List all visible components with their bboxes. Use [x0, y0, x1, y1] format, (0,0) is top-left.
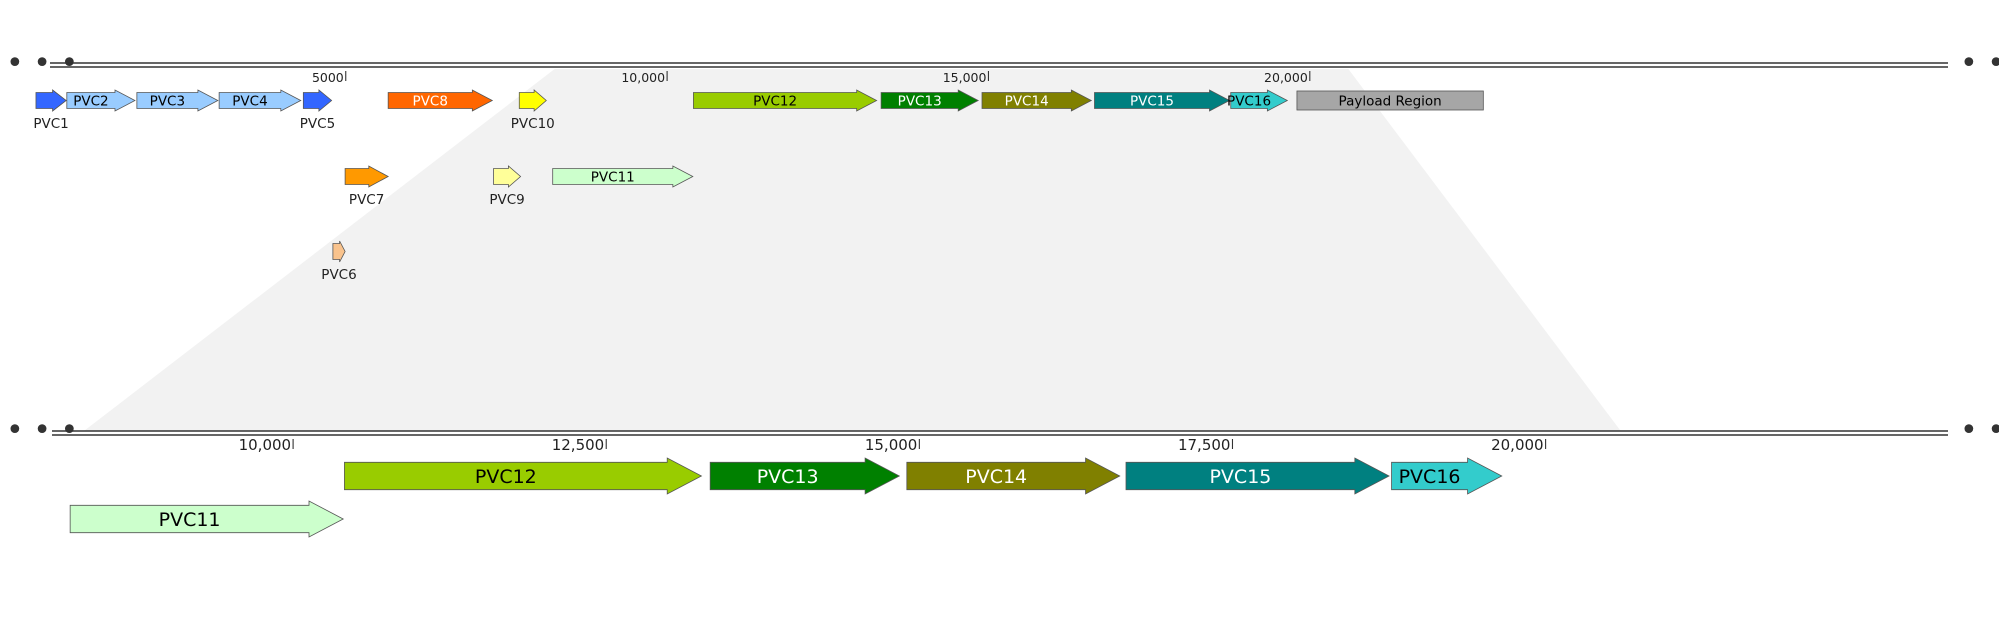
- pvc14-label: PVC14: [1005, 94, 1049, 110]
- gene-pvc4: PVC4: [218, 89, 302, 112]
- pvc2-label: PVC2: [73, 94, 108, 110]
- gene-pvc2: PVC2: [66, 89, 136, 112]
- gene-pvc12: PVC12: [693, 89, 878, 112]
- gene-pvc13: PVC13: [880, 89, 980, 112]
- bottom-track: • • • • • • 10,00012,50015,00017,50020,0…: [6, 413, 1999, 538]
- tick-label: 17,500: [1178, 436, 1231, 454]
- pvc15-label: PVC15: [1130, 94, 1174, 110]
- pvc8-label: PVC8: [413, 94, 448, 110]
- gene-pvc11: PVC11: [552, 165, 694, 188]
- bottom-genes: PVC11 PVC12 PVC13 PVC14 PVC15 PVC16: [69, 457, 1503, 538]
- zoom-pvc16-arrow: [1391, 457, 1503, 495]
- tick-label: 10,000: [239, 436, 292, 454]
- pvc1-label: PVC1: [33, 116, 68, 132]
- scale-tick: 12,500: [552, 436, 607, 454]
- tick-label: 10,000: [621, 70, 665, 85]
- gene-pvc10: PVC10: [511, 89, 555, 132]
- tick-label: 15,000: [865, 436, 918, 454]
- scale-tick: 17,500: [1178, 436, 1234, 454]
- scale-tick: 20,000: [1264, 70, 1311, 85]
- gene-pvc6: PVC6: [321, 240, 357, 283]
- scale-tick: 20,000: [1491, 436, 1547, 454]
- zoom-pvc11-arrow: [69, 500, 345, 538]
- zoom-gene-pvc11: PVC11: [69, 500, 345, 538]
- pvc8-arrow: [387, 89, 494, 112]
- pvc16-label: PVC16: [1227, 94, 1271, 110]
- pvc2-arrow: [66, 89, 136, 112]
- pvc12-label: PVC12: [753, 94, 797, 110]
- scale-tick: 10,000: [239, 436, 294, 454]
- pvc9-label: PVC9: [489, 192, 524, 208]
- top-ticks: 5000 10,000 15,000 20,000: [312, 70, 1311, 85]
- pvc6-label: PVC6: [321, 267, 356, 283]
- pvc7-label: PVC7: [349, 192, 384, 208]
- gene-pvc9: PVC9: [489, 165, 525, 208]
- zoom-pvc14-arrow: [906, 457, 1121, 495]
- gene-pvc7: PVC7: [344, 165, 390, 208]
- tick-label: 20,000: [1491, 436, 1544, 454]
- pvc3-arrow: [136, 89, 219, 112]
- zoom-pvc15-label: PVC15: [1209, 466, 1271, 488]
- scale-tick: 15,000: [943, 70, 990, 85]
- pvc9-arrow: [493, 165, 522, 188]
- zoom-gene-pvc14: PVC14: [906, 457, 1121, 495]
- pvc12-arrow: [693, 89, 878, 112]
- pvc5-label: PVC5: [300, 116, 335, 132]
- pvc13-arrow: [880, 89, 980, 112]
- payload-label: Payload Region: [1339, 94, 1442, 110]
- pvc13-label: PVC13: [898, 94, 942, 110]
- pvc15-arrow: [1094, 89, 1231, 112]
- gene-pvc1: PVC1: [33, 89, 69, 132]
- gene-pvc16: PVC16: [1227, 89, 1289, 112]
- bottom-ticks: 10,000 12,500 15,000 17,500 20,000: [239, 436, 1547, 454]
- pvc11-label: PVC11: [591, 170, 635, 186]
- gene-pvc15: PVC15: [1094, 89, 1231, 112]
- zoom-gene-pvc16: PVC16: [1391, 457, 1503, 495]
- pvc6-arrow: [332, 240, 346, 263]
- zoom-pvc11-label: PVC11: [159, 509, 221, 531]
- zoom-pvc13-arrow: [709, 457, 901, 495]
- tick-label: 5000: [312, 70, 344, 85]
- zoom-pvc14-label: PVC14: [965, 466, 1027, 488]
- pvc14-arrow: [981, 89, 1093, 112]
- zoom-pvc16-label: PVC16: [1399, 466, 1461, 488]
- pvc1-arrow: [35, 89, 67, 112]
- pvc16-arrow: [1230, 89, 1289, 112]
- zoom-pvc12-label: PVC12: [475, 466, 537, 488]
- pvc10-arrow: [518, 89, 547, 112]
- pvc4-label: PVC4: [232, 94, 267, 110]
- pvc3-label: PVC3: [150, 94, 185, 110]
- pvc7-arrow: [344, 165, 390, 188]
- gene-pvc5: PVC5: [300, 89, 335, 132]
- gene-pvc8: PVC8: [387, 89, 494, 112]
- scale-tick: 5000: [312, 70, 347, 85]
- pvc4-arrow: [218, 89, 302, 112]
- gene-pvc14: PVC14: [981, 89, 1093, 112]
- zoom-pvc13-label: PVC13: [757, 466, 819, 488]
- scale-tick: 10,000: [621, 70, 668, 85]
- zoom-gene-pvc15: PVC15: [1125, 457, 1390, 495]
- pvc5-arrow: [302, 89, 333, 112]
- pvc11-arrow: [552, 165, 694, 188]
- zoom-connector-band: [83, 69, 1621, 431]
- bottom-ellipsis-right: • • •: [1960, 413, 1999, 448]
- zoom-pvc12-arrow: [344, 457, 703, 495]
- gene-pvc3: PVC3: [136, 89, 219, 112]
- gene-payload: Payload Region: [1296, 90, 1484, 111]
- tick-label: 20,000: [1264, 70, 1308, 85]
- pvc10-label: PVC10: [511, 116, 555, 132]
- top-ellipsis-right: • • •: [1960, 46, 1999, 81]
- payload-box: [1296, 90, 1484, 111]
- zoom-gene-pvc12: PVC12: [344, 457, 703, 495]
- tick-label: 12,500: [552, 436, 605, 454]
- zoom-gene-pvc13: PVC13: [709, 457, 901, 495]
- zoom-pvc15-arrow: [1125, 457, 1390, 495]
- tick-label: 15,000: [943, 70, 987, 85]
- scale-tick: 15,000: [865, 436, 920, 454]
